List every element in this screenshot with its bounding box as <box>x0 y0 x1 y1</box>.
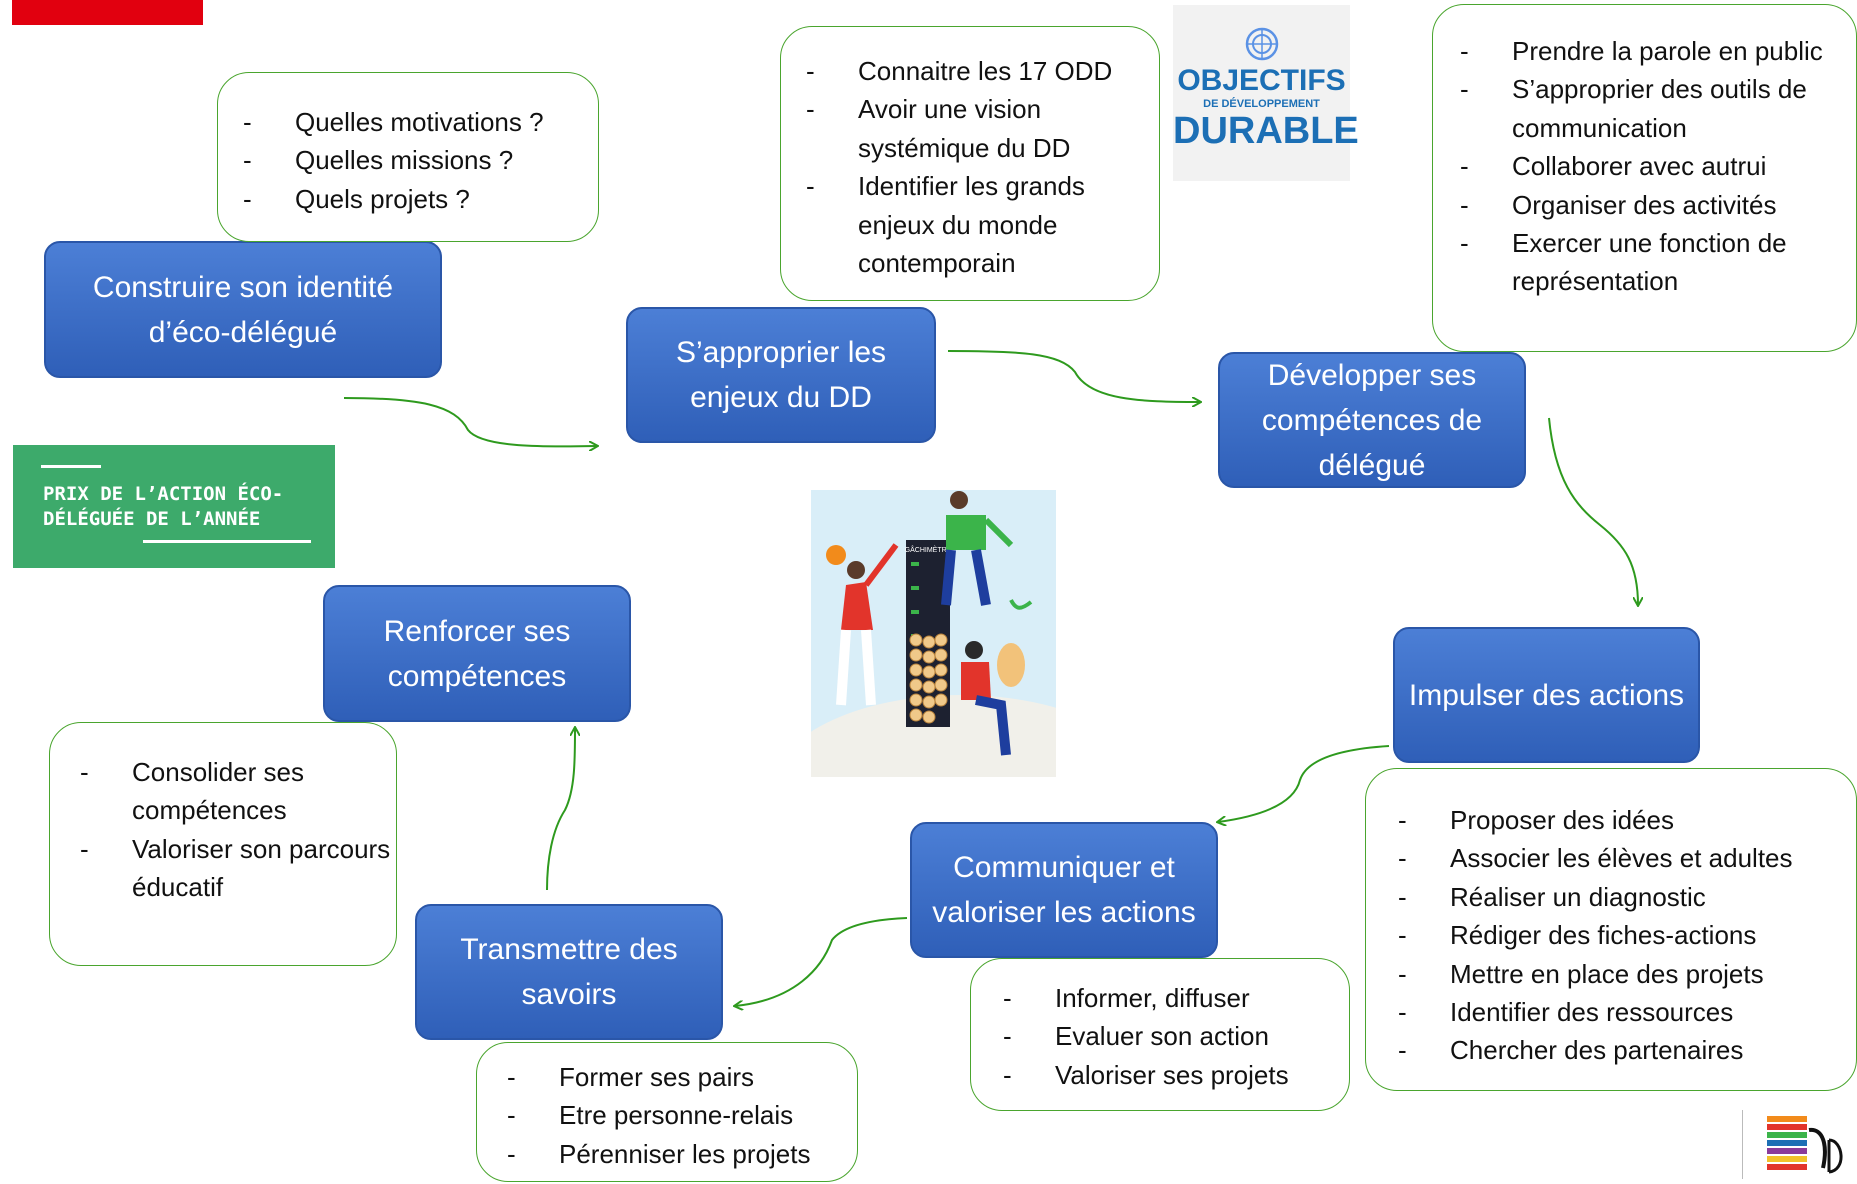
list-item: Collaborer avec autrui <box>1460 147 1846 186</box>
list-item: Quelles motivations ? <box>243 103 598 142</box>
bubble-enjeux-dd: Connaitre les 17 ODD Avoir une vision sy… <box>780 26 1160 301</box>
list-item: Etre personne-relais <box>507 1096 857 1135</box>
list-item: Evaluer son action <box>1003 1017 1349 1056</box>
bubble-transmettre: Former ses pairs Etre personne-relais Pé… <box>476 1042 858 1182</box>
prix-logo: PRIX DE L’ACTION ÉCO- DÉLÉGUÉE DE L’ANNÉ… <box>13 445 335 568</box>
list-item: Exercer une fonction de représentation <box>1460 224 1846 301</box>
list-item: Connaitre les 17 ODD <box>806 52 1149 91</box>
prix-logo-bottom-bar <box>143 540 311 543</box>
odd-logo-subtitle: DE DÉVELOPPEMENT <box>1203 98 1320 110</box>
list-item: Quels projets ? <box>243 180 598 219</box>
gachimetre-illustration: GÂCHIMÈTRE <box>811 490 1056 777</box>
step-impulser-actions: Impulser des actions <box>1393 627 1700 763</box>
list-item: Associer les élèves et adultes <box>1398 839 1856 878</box>
gachimetre-label: GÂCHIMÈTRE <box>905 545 952 554</box>
list-item: Réaliser un diagnostic <box>1398 878 1856 917</box>
un-emblem-icon <box>1245 27 1278 61</box>
bubble-renforcer: Consolider ses compétences Valoriser son… <box>49 722 397 966</box>
list-item: Former ses pairs <box>507 1058 857 1097</box>
list-item: Identifier des ressources <box>1398 993 1856 1032</box>
step-approprier-enjeux: S’approprier les enjeux du DD <box>626 307 936 443</box>
bubble-competences-delegue: Prendre la parole en public S’approprier… <box>1432 4 1857 352</box>
odd-logo-durable: DURABLE <box>1173 110 1359 152</box>
step-construire-identite: Construire son identité d’éco-délégué <box>44 241 442 378</box>
cndp-logo-icon <box>1742 1110 1857 1179</box>
list-item: Prendre la parole en public <box>1460 32 1846 71</box>
list-item: Identifier les grands enjeux du monde co… <box>806 167 1149 282</box>
step-transmettre-savoirs: Transmettre des savoirs <box>415 904 723 1040</box>
arrow-3-4 <box>1548 417 1638 605</box>
prix-logo-top-bar <box>41 465 101 468</box>
list-item: Chercher des partenaires <box>1398 1031 1856 1070</box>
step-communiquer-valoriser: Communiquer et valoriser les actions <box>910 822 1218 958</box>
bubble-impulser-actions: Proposer des idées Associer les élèves e… <box>1365 768 1857 1091</box>
list-item: Organiser des activités <box>1460 186 1846 225</box>
bubble-communiquer: Informer, diffuser Evaluer son action Va… <box>970 958 1350 1111</box>
list-item: Mettre en place des projets <box>1398 955 1856 994</box>
list-item: Valoriser ses projets <box>1003 1056 1349 1095</box>
list-item: Informer, diffuser <box>1003 979 1349 1018</box>
arrow-6-7 <box>546 728 575 891</box>
odd-logo: OBJECTIFS DE DÉVELOPPEMENT DURABLE <box>1173 5 1359 181</box>
arrow-5-6 <box>735 917 908 1006</box>
list-item: Quelles missions ? <box>243 141 598 180</box>
list-item: Pérenniser les projets <box>507 1135 857 1174</box>
list-item: Valoriser son parcours éducatif <box>80 830 396 907</box>
prix-logo-line1: PRIX DE L’ACTION ÉCO- <box>43 483 284 505</box>
step-developper-competences: Développer ses compétences de délégué <box>1218 352 1526 488</box>
list-item: Avoir une vision systémique du DD <box>806 90 1149 167</box>
odd-logo-title: OBJECTIFS <box>1177 64 1346 97</box>
list-item: Rédiger des fiches-actions <box>1398 916 1856 955</box>
ministry-logo-icon <box>12 0 203 25</box>
list-item: Consolider ses compétences <box>80 753 396 830</box>
arrow-4-5 <box>1218 745 1390 822</box>
list-item: Proposer des idées <box>1398 801 1856 840</box>
bubble-identite: Quelles motivations ? Quelles missions ?… <box>217 72 599 242</box>
prix-logo-line2: DÉLÉGUÉE DE L’ANNÉE <box>43 508 261 530</box>
arrow-2-3 <box>947 350 1200 402</box>
list-item: S’approprier des outils de communication <box>1460 70 1846 147</box>
arrow-1-2 <box>343 397 597 446</box>
step-renforcer-competences: Renforcer ses compétences <box>323 585 631 722</box>
